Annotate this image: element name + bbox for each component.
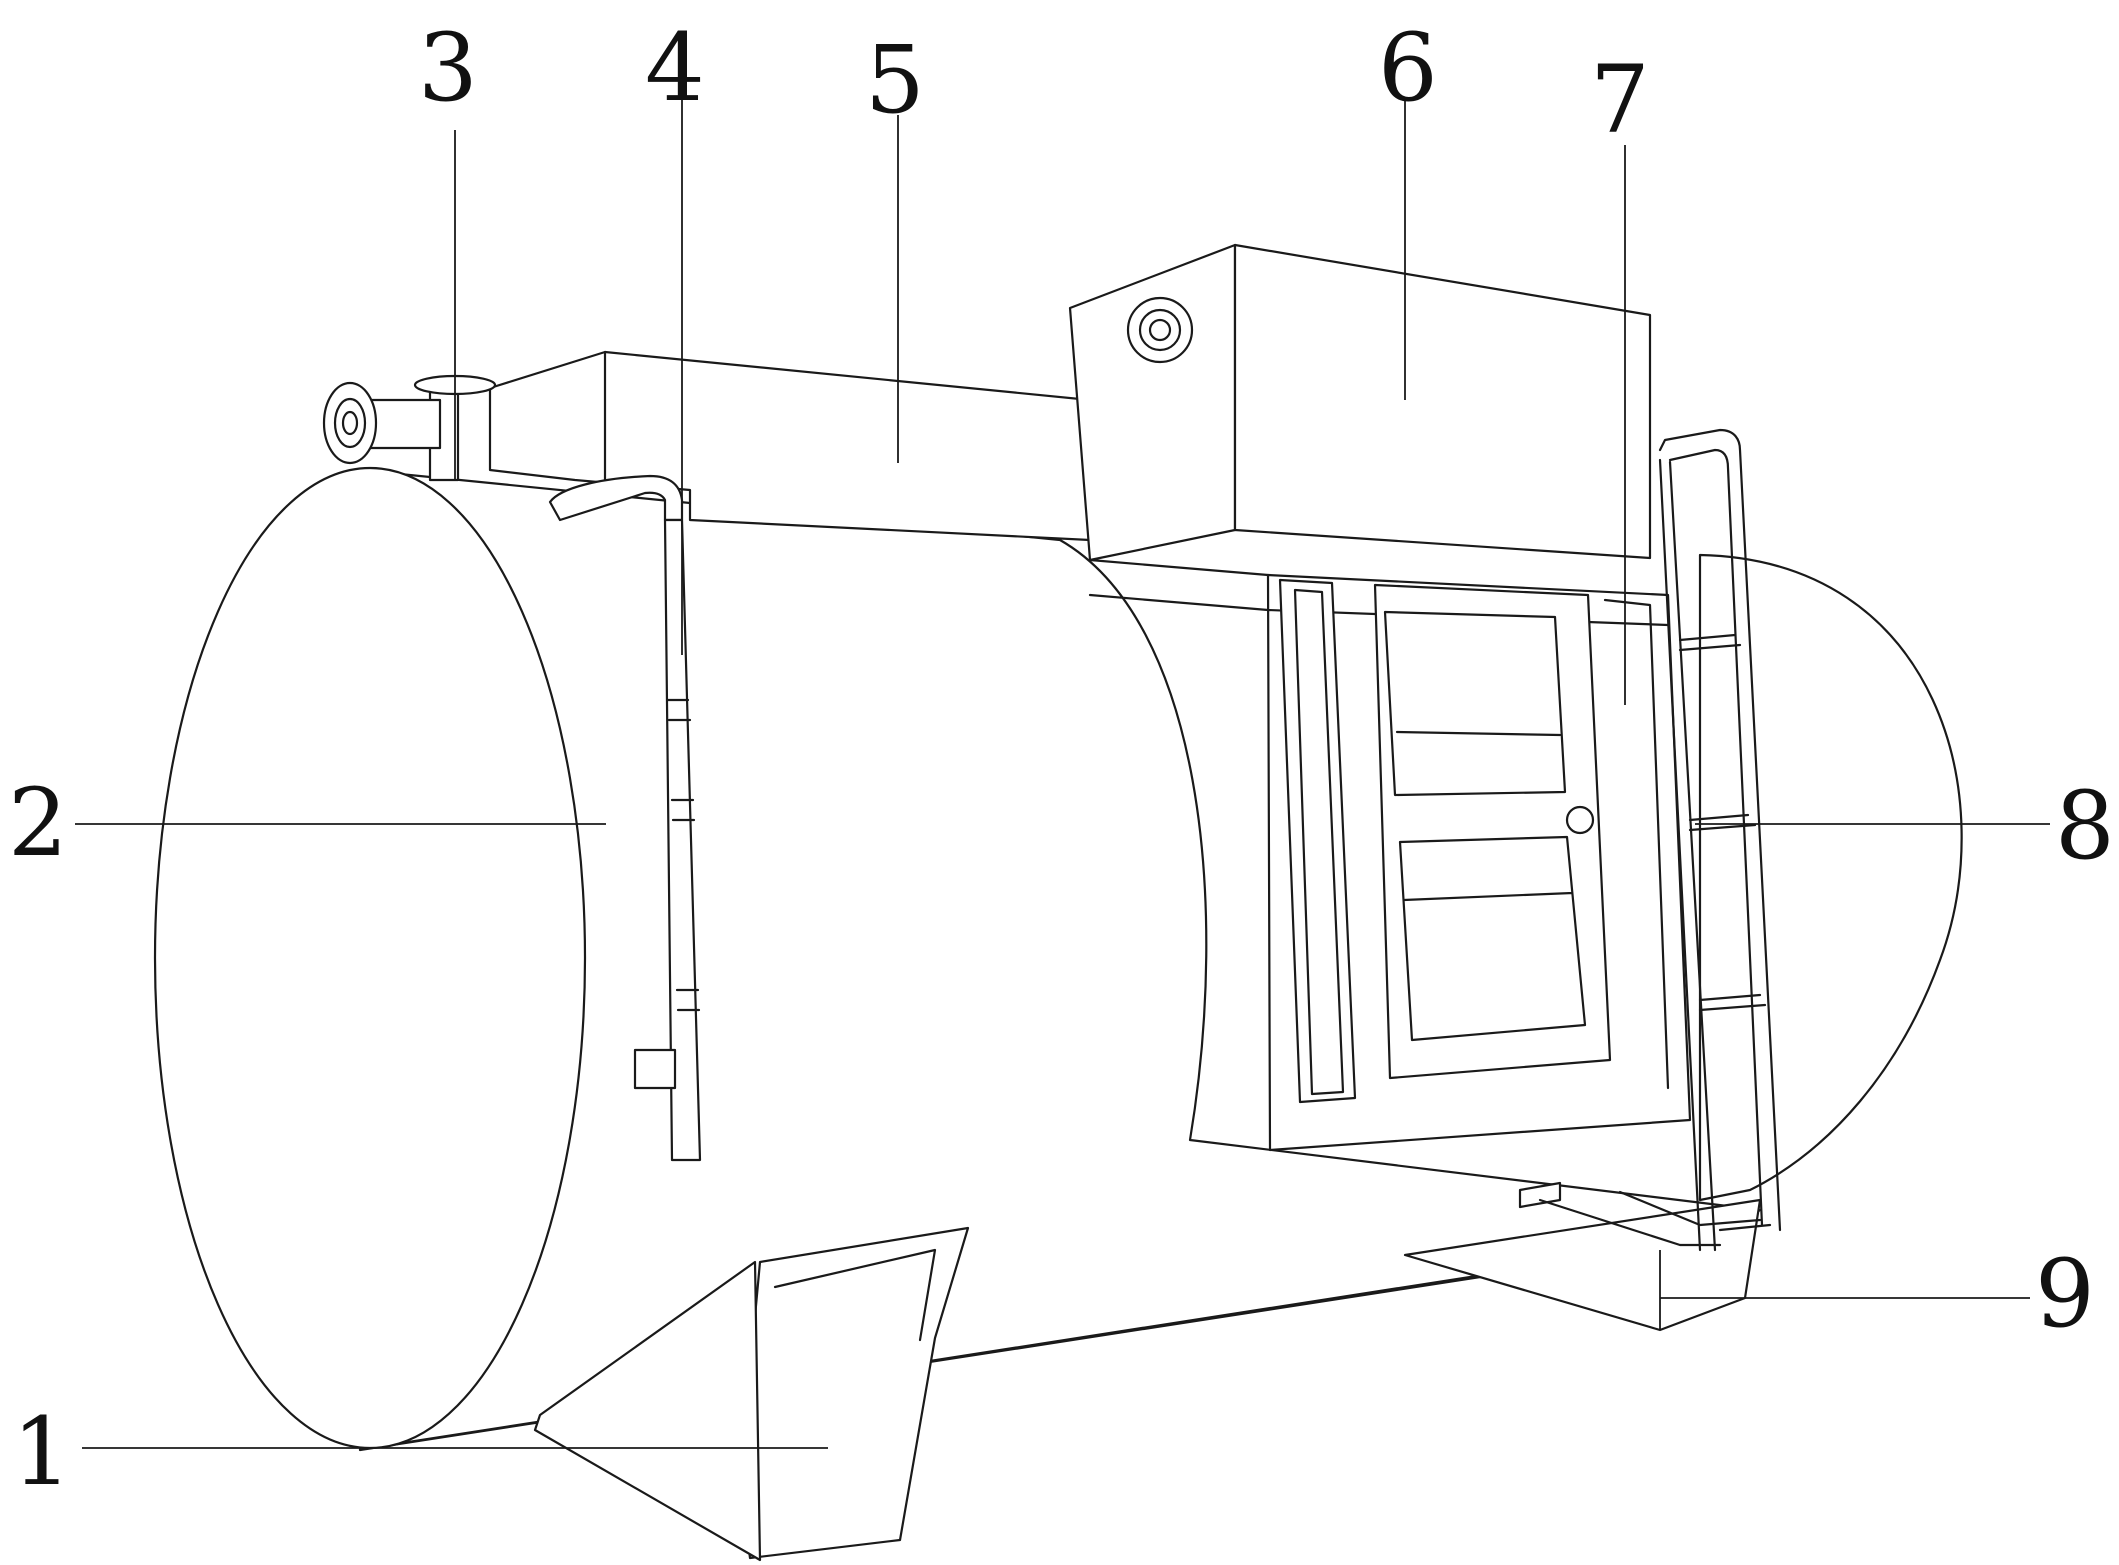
upper-cabinet-front: [1068, 243, 1237, 562]
front-end-face: [153, 466, 587, 1450]
callout-8: 8: [2055, 772, 2115, 881]
rear-dome: [1698, 553, 1963, 1202]
callout-5: 5: [865, 26, 925, 135]
level-gauge: [548, 474, 702, 1162]
right-door-frame: [1603, 598, 1670, 1090]
callout-2: 2: [8, 769, 68, 878]
gauge-bands: [666, 698, 701, 1012]
gauge-tube: [663, 518, 702, 1162]
cylinder-body: [358, 468, 1762, 1452]
front-support-inner: [773, 1248, 937, 1342]
flange-ring: [333, 397, 367, 449]
top-box: [488, 350, 1092, 542]
ladder: [1518, 428, 1782, 1252]
callout-7: 7: [1590, 46, 1650, 155]
front-support: [738, 1226, 970, 1560]
left-door-inset: [1293, 588, 1345, 1096]
upper-cabinet-side: [1233, 243, 1652, 560]
callout-labels: 1 2 3 4 5 6 7 8 9: [8, 14, 2115, 1507]
callout-1: 1: [12, 1398, 72, 1507]
pipe-assembly: [322, 374, 497, 482]
callout-4: 4: [645, 14, 705, 123]
leader-lines: [75, 100, 2050, 1449]
door-lower-window: [1398, 835, 1587, 1042]
main-door: [1373, 583, 1612, 1080]
callout-9: 9: [2035, 1240, 2095, 1349]
gauge-elbow: [548, 474, 684, 522]
callout-6: 6: [1378, 14, 1438, 123]
flange-hole: [341, 410, 359, 436]
flange-outer: [322, 381, 378, 465]
gauge-bracket: [633, 1048, 677, 1090]
callout-3: 3: [418, 14, 478, 123]
cabinet-port: [1126, 296, 1194, 364]
horizontal-pipe: [368, 398, 442, 450]
door-upper-window: [1383, 610, 1567, 797]
front-support-face: [533, 1260, 762, 1562]
door-knob: [1565, 805, 1595, 835]
